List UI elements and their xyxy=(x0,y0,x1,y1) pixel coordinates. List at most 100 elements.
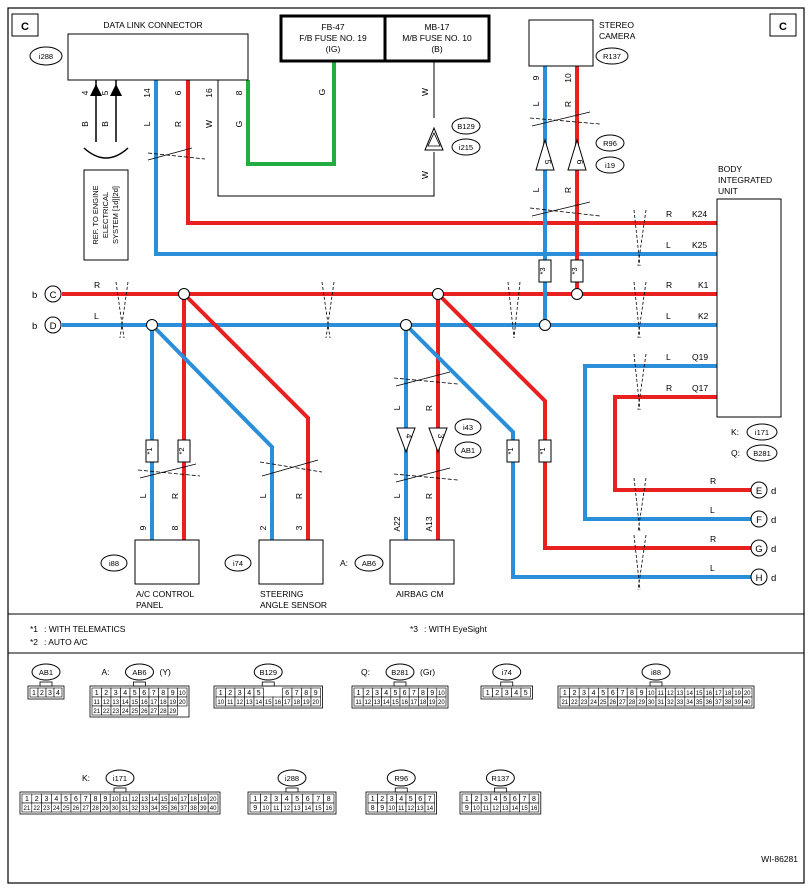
svg-text:R: R xyxy=(170,493,180,499)
connector-pin-number: 11 xyxy=(273,806,280,812)
connector-pin-number: 21 xyxy=(24,806,31,812)
connector-pin-number: 33 xyxy=(677,700,684,706)
fb47-code: FB-47 xyxy=(321,22,344,32)
connector-pin-number: 38 xyxy=(725,700,732,706)
svg-text:L: L xyxy=(392,405,402,410)
connector-pin-number: 7 xyxy=(295,690,299,697)
svg-text:i171: i171 xyxy=(755,428,769,437)
connector-pin-number: 18 xyxy=(293,700,300,706)
svg-text:*1: *1 xyxy=(30,624,38,634)
dlc-wire-w: W xyxy=(204,120,214,128)
svg-text:d: d xyxy=(771,573,776,584)
connector-pin-number: 1 xyxy=(253,796,257,803)
svg-text:C: C xyxy=(50,290,57,301)
connector-pin-number: 11 xyxy=(355,700,362,706)
connector-pin-number: 11 xyxy=(122,797,129,803)
dlc-box xyxy=(67,33,249,81)
connector-pin-number: 1 xyxy=(486,690,490,697)
engine-ref-box: REF. TO ENGINE ELECTRICAL SYSTEM [1d][2d… xyxy=(83,169,129,261)
connector-pin-number: 22 xyxy=(571,700,578,706)
connector-pin-number: 14 xyxy=(426,806,433,812)
svg-text:C: C xyxy=(779,21,787,33)
connector-pin-number: 15 xyxy=(265,700,272,706)
inline-connector-ab1: 4 3 i43 AB1 xyxy=(396,418,482,459)
connector-pin-number: 3 xyxy=(375,690,379,697)
connector-pin-number: 15 xyxy=(521,806,528,812)
svg-text:*1: *1 xyxy=(145,447,154,454)
svg-text:AIRBAG CM: AIRBAG CM xyxy=(396,589,444,599)
connector-prefix: Q: xyxy=(361,667,370,677)
svg-text:D: D xyxy=(50,321,57,332)
svg-text:5: 5 xyxy=(543,160,553,165)
connector-pin-number: 9 xyxy=(380,805,384,812)
connector-pin-number: 34 xyxy=(151,806,158,812)
connector-pin-number: 3 xyxy=(45,796,49,803)
connector-name: R137 xyxy=(491,774,509,783)
svg-text:4: 4 xyxy=(404,434,414,439)
svg-text:AB1: AB1 xyxy=(461,446,475,455)
svg-text:L: L xyxy=(94,311,99,321)
connector-pin-number: 31 xyxy=(657,700,664,706)
connector-pin-number: 3 xyxy=(505,690,509,697)
inline-connector-r96: 5 6 R96 i19 xyxy=(535,134,625,174)
dlc-wire-l: L xyxy=(142,121,152,126)
steering-angle-sensor: i74 STEERING ANGLE SENSOR 2 3 L R xyxy=(224,493,327,610)
connector-pin-number: 12 xyxy=(364,700,371,706)
svg-text:R: R xyxy=(563,187,573,193)
connector-pin-number: 10 xyxy=(112,797,119,803)
connector-pin-number: 8 xyxy=(532,796,536,803)
connector-pin-number: 20 xyxy=(744,691,751,697)
connector-pin-number: 8 xyxy=(327,796,331,803)
data-link-connector: DATA LINK CONNECTOR i288 4 5 14 6 16 8 B… xyxy=(29,20,249,159)
connector-pin-number: 22 xyxy=(103,709,110,715)
connector-pin-number: 4 xyxy=(494,796,498,803)
connector-pin-number: 24 xyxy=(122,709,129,715)
svg-text:d: d xyxy=(771,515,776,526)
connector-pin-number: 28 xyxy=(629,700,636,706)
blue-wire-h xyxy=(404,323,751,579)
connector-name: i288 xyxy=(285,774,299,783)
connector-pin-number: 36 xyxy=(171,806,178,812)
svg-text:R: R xyxy=(94,280,100,290)
svg-text:i43: i43 xyxy=(463,423,473,432)
svg-text:2: 2 xyxy=(258,525,268,530)
connector-pin-number: 5 xyxy=(257,690,261,697)
connector-pin-cell xyxy=(310,696,321,707)
dlc-pin-14: 14 xyxy=(142,88,152,98)
connector-pin-number: 6 xyxy=(285,690,289,697)
connector-pin-number: 15 xyxy=(392,700,399,706)
connector-prefix: K: xyxy=(82,773,90,783)
connector-pin-number: 6 xyxy=(513,796,517,803)
connector-pin-number: 26 xyxy=(609,700,616,706)
connector-pin-number: 10 xyxy=(262,806,269,812)
stereo-camera-box xyxy=(528,19,594,67)
red-wire-steering xyxy=(182,292,310,540)
ac-control-panel: i88 A/C CONTROL PANEL 9 8 L R xyxy=(100,493,200,610)
connector-pin-number: 1 xyxy=(219,690,223,697)
svg-text:K:: K: xyxy=(731,427,739,437)
fuse-box: FB-47 F/B FUSE NO. 19 (IG) MB-17 M/B FUS… xyxy=(279,14,491,179)
connector-pin-number: 20 xyxy=(438,700,445,706)
svg-text:K2: K2 xyxy=(698,311,709,321)
blue-wire-steering xyxy=(150,323,274,540)
connector-pin-number: 5 xyxy=(64,796,68,803)
connector-name: i171 xyxy=(113,774,127,783)
connector-pin-number: 8 xyxy=(304,690,308,697)
connector-name: i74 xyxy=(502,668,512,677)
connector-pin-number: 10 xyxy=(179,691,186,697)
connector-pin-number: 12 xyxy=(407,806,414,812)
svg-text:K1: K1 xyxy=(698,280,709,290)
dlc-arrow-1 xyxy=(90,84,102,96)
connector-pin-number: 3 xyxy=(274,796,278,803)
stereo-camera: STEREO CAMERA R137 9 10 L R L R xyxy=(528,19,636,193)
svg-text:AB6: AB6 xyxy=(362,559,376,568)
connector-pin-number: 23 xyxy=(112,709,119,715)
connector-pin-number: 5 xyxy=(409,796,413,803)
connector-pin-number: 9 xyxy=(171,690,175,697)
svg-text:L: L xyxy=(666,352,671,362)
connector-pin-number: 28 xyxy=(92,806,99,812)
connector-pin-number: 4 xyxy=(54,796,58,803)
